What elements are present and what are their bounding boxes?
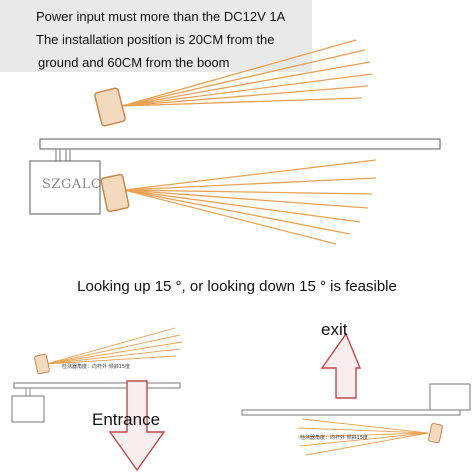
entrance-bracket — [25, 387, 31, 397]
note-distance: ground and 60CM from the boom — [38, 55, 230, 70]
note-power: Power input must more than the DC12V 1A — [36, 9, 286, 24]
upper-sensor — [94, 87, 126, 127]
detection-angle-note-left: 检测器角度：向杆外 倾斜15度 — [62, 364, 130, 370]
gate-housing — [29, 160, 101, 215]
entrance-housing — [11, 395, 45, 423]
lower-sensor — [100, 173, 130, 213]
exit-beam-fan — [297, 418, 429, 456]
detection-angle-note-right: 检测器角度：向杆外 倾斜15度 — [300, 435, 368, 441]
exit-housing — [429, 383, 471, 411]
exit-boom — [241, 409, 461, 416]
boom-arm — [39, 138, 441, 150]
entrance-boom — [13, 382, 181, 389]
entrance-label: Entrance — [92, 410, 161, 429]
note-box: Power input must more than the DC12V 1A … — [0, 0, 312, 72]
upper-beam-fan — [121, 39, 373, 107]
lower-beam-fan — [123, 159, 377, 245]
boom-bracket-right — [65, 148, 71, 162]
entrance-sensor — [34, 353, 50, 375]
entrance-beam-fan — [45, 327, 183, 365]
boom-bracket-left — [55, 148, 61, 162]
entrance-arrow — [108, 380, 166, 472]
note-position: The installation position is 20CM from t… — [36, 32, 275, 47]
brand-watermark: SZGALO — [42, 177, 103, 192]
exit-sensor — [428, 423, 443, 444]
exit-label: exit — [321, 320, 348, 339]
angle-note: Looking up 15 °, or looking down 15 ° is… — [77, 278, 397, 295]
exit-arrow — [320, 332, 362, 399]
